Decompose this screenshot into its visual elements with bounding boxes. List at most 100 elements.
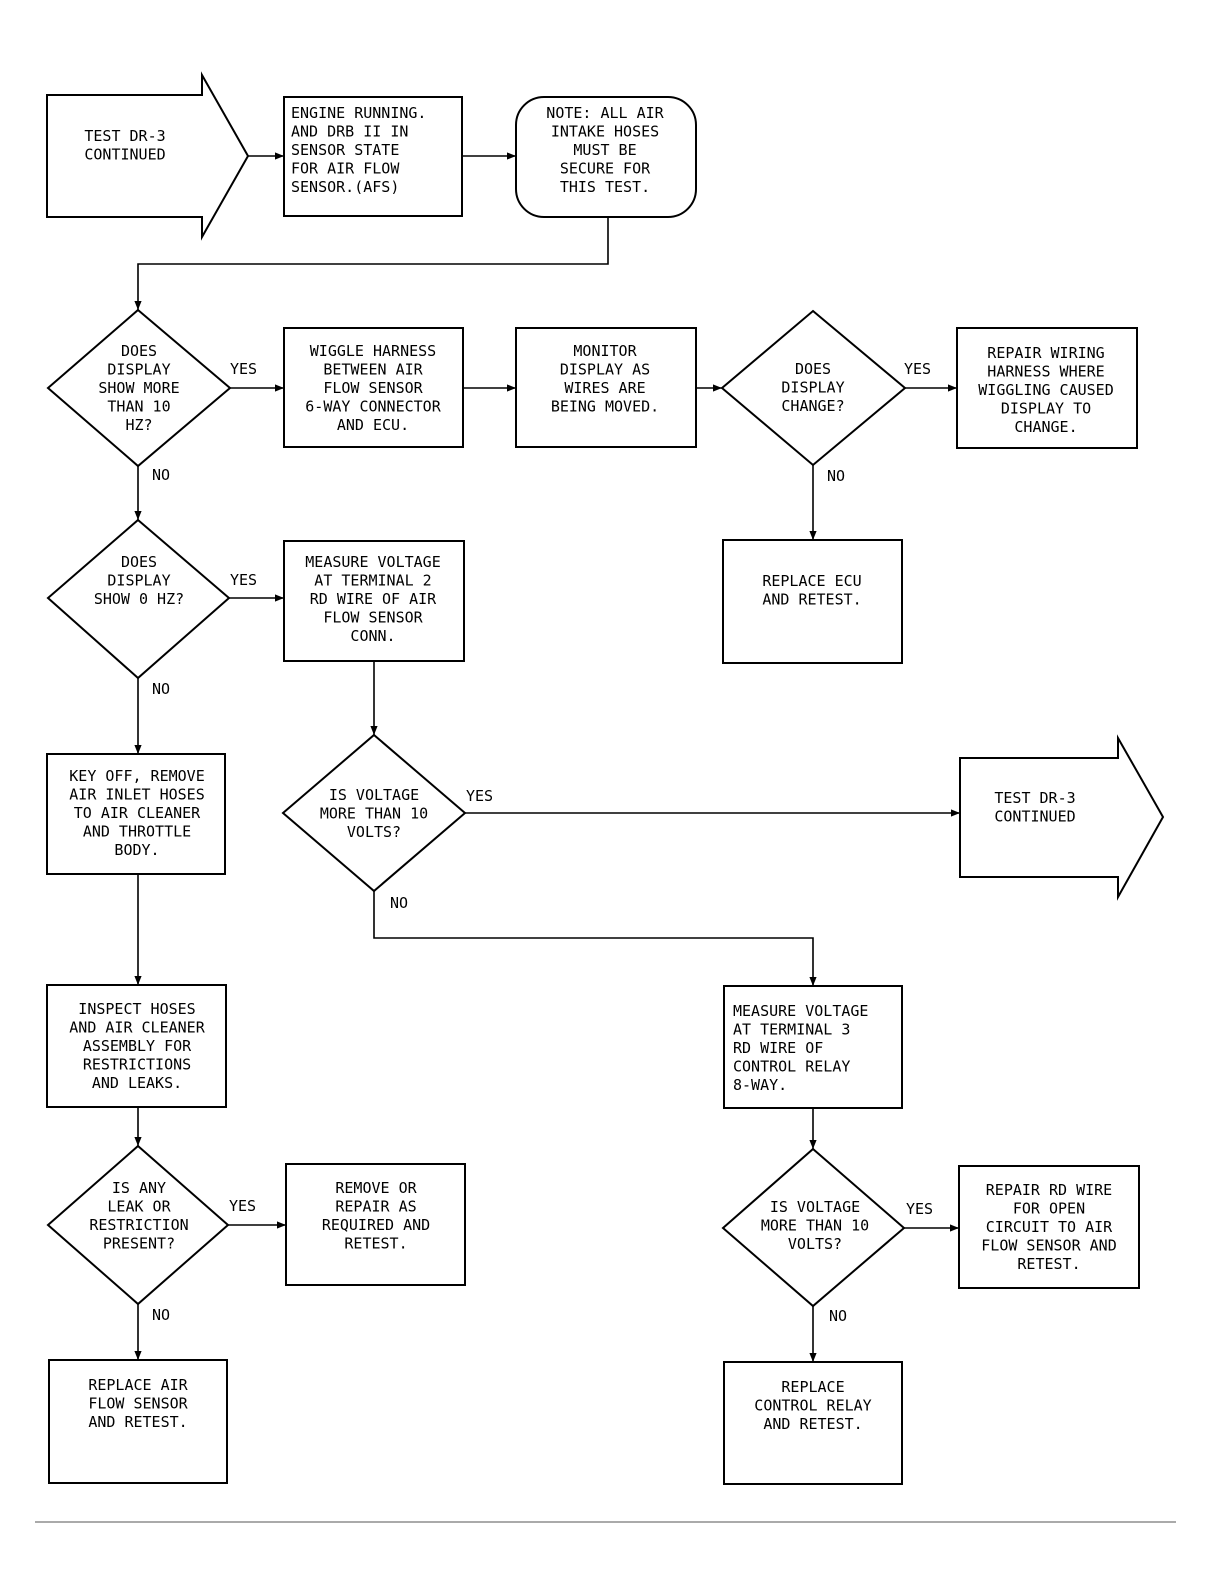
text-line: CONTROL RELAY [754, 1397, 871, 1415]
text-line: REQUIRED AND [322, 1216, 430, 1234]
text-line: CHANGE? [781, 397, 844, 415]
text-line: NOTE: ALL AIR [546, 104, 664, 122]
text-line: AT TERMINAL 3 [733, 1021, 850, 1039]
text-line: DOES [121, 553, 157, 571]
text-line: BETWEEN AIR [323, 361, 423, 379]
text-line: SENSOR STATE [291, 141, 399, 159]
text-line: MUST BE [573, 141, 636, 159]
text-line: DISPLAY [781, 379, 844, 397]
text-line: TEST DR-3 [994, 789, 1075, 807]
text-line: AND DRB II IN [291, 123, 408, 141]
text-line: REPAIR WIRING [987, 344, 1104, 362]
text-line: REMOVE OR [335, 1179, 417, 1197]
text-line: MEASURE VOLTAGE [305, 553, 440, 571]
text-line: IS ANY [112, 1179, 166, 1197]
engine-running-box [283, 96, 463, 217]
text-line: WIGGLING CAUSED [978, 381, 1113, 399]
text-line: SHOW MORE [98, 379, 179, 397]
text-line: VOLTS? [347, 823, 401, 841]
text-line: AT TERMINAL 2 [314, 572, 431, 590]
note-box [515, 96, 697, 218]
text-line: FLOW SENSOR AND [981, 1237, 1116, 1255]
replace-relay-box [723, 1361, 903, 1485]
text-line: RESTRICTIONS [83, 1056, 191, 1074]
text-line: RD WIRE OF [733, 1039, 823, 1057]
text-line: BODY. [114, 841, 159, 859]
repair-wiring-box [956, 327, 1138, 449]
label-no: NO [152, 466, 170, 484]
text-line: RETEST. [1017, 1255, 1080, 1273]
text-line: CONTINUED [994, 808, 1075, 826]
label-yes: YES [466, 787, 493, 805]
text-line: CONTINUED [84, 146, 165, 164]
text-line: CONN. [350, 627, 395, 645]
text-line: AIR INLET HOSES [69, 786, 204, 804]
text-line: ENGINE RUNNING. [291, 104, 426, 122]
label-no: NO [829, 1307, 847, 1325]
repair-rd-box [958, 1165, 1140, 1289]
text-line: FLOW SENSOR [323, 379, 423, 397]
text-line: SHOW 0 HZ? [94, 590, 184, 608]
text-line: VOLTS? [788, 1235, 842, 1253]
inspect-box [46, 984, 227, 1108]
text-line: DISPLAY [107, 572, 170, 590]
label-yes: YES [230, 360, 257, 378]
text-line: REPLACE [781, 1378, 844, 1396]
text-line: REPAIR RD WIRE [986, 1181, 1112, 1199]
text-line: DISPLAY AS [560, 361, 650, 379]
start-connector-shape [46, 71, 250, 241]
text-line: DOES [795, 360, 831, 378]
remove-repair-box [285, 1163, 466, 1286]
label-no: NO [152, 1306, 170, 1324]
arrow-note-to-decision [134, 217, 609, 310]
text-line: 6-WAY CONNECTOR [305, 398, 441, 416]
end-connector-shape [959, 734, 1165, 901]
text-line: FLOW SENSOR [323, 609, 423, 627]
text-line: INSPECT HOSES [78, 1000, 195, 1018]
text-line: IS VOLTAGE [770, 1198, 860, 1216]
text-line: REPAIR AS [335, 1198, 416, 1216]
text-line: MONITOR [573, 342, 637, 360]
text-line: AND RETEST. [763, 1415, 862, 1433]
text-line: TO AIR CLEANER [74, 804, 201, 822]
text-line: HZ? [125, 416, 152, 434]
text-line: FOR OPEN [1013, 1200, 1085, 1218]
measure-t3-box [723, 985, 903, 1109]
text-line: REPLACE AIR [88, 1376, 188, 1394]
text-line: AND RETEST. [762, 591, 861, 609]
label-no: NO [390, 894, 408, 912]
label-yes: YES [229, 1197, 256, 1215]
text-line: INTAKE HOSES [551, 123, 659, 141]
text-line: AND THROTTLE [83, 823, 191, 841]
text-line: RD WIRE OF AIR [310, 590, 437, 608]
text-line: THAN 10 [107, 398, 170, 416]
text-line: DISPLAY TO [1001, 400, 1091, 418]
text-line: WIRES ARE [564, 379, 645, 397]
text-line: REPLACE ECU [762, 572, 861, 590]
label-no: NO [152, 680, 170, 698]
text-line: MEASURE VOLTAGE [733, 1002, 868, 1020]
text-line: TEST DR-3 [84, 127, 165, 145]
text-line: CHANGE. [1014, 418, 1077, 436]
text-line: DOES [121, 342, 157, 360]
text-line: 8-WAY. [733, 1076, 787, 1094]
